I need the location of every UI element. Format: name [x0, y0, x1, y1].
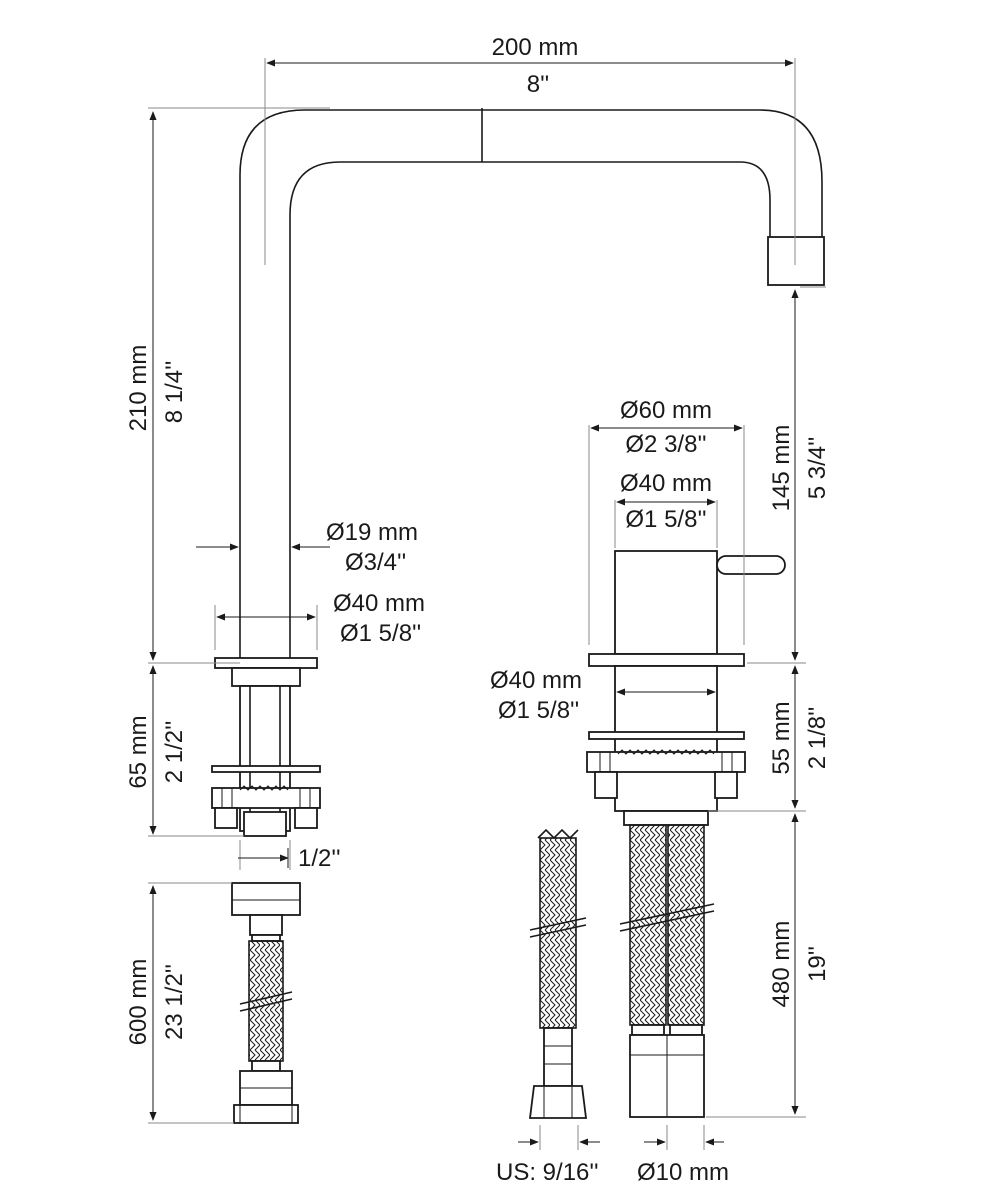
dim-spout-base-in: Ø1 5/8''	[340, 620, 421, 647]
dim-spout-thread-label: 1/2''	[298, 845, 341, 872]
dim-mixer-body-mm: Ø40 mm	[620, 470, 712, 497]
spout-end-cap	[767, 236, 825, 286]
dim-hose-length-in: 23 1/2''	[161, 964, 188, 1040]
dim-hose-length-mm: 600 mm	[125, 959, 152, 1046]
mixer: Ø60 mm Ø2 3/8'' Ø40 mm Ø1 5/8'' 145 mm 5…	[490, 286, 831, 812]
mixer-hoses: 480 mm 19'' Ø10 mm	[619, 810, 831, 1186]
dim-mixer-hose-mm: 480 mm	[768, 921, 795, 1008]
dim-spout-height-in: 8 1/4''	[161, 361, 188, 424]
mixer-fixing-nut	[586, 749, 746, 799]
dim-mixer-hose-in: 19''	[804, 946, 831, 982]
dim-mixer-body-in: Ø1 5/8''	[625, 506, 706, 533]
mixer-body	[614, 550, 718, 655]
dim-spout-shank-mm: 65 mm	[125, 715, 152, 788]
dim-nut-size: US: 9/16''	[496, 1159, 599, 1186]
mixer-hose-right-braid	[667, 824, 705, 1026]
dim-spout-reach-in: 8''	[527, 71, 550, 98]
dim-spout-tube-mm: Ø19 mm	[326, 519, 418, 546]
spout-inner-contour	[289, 161, 771, 660]
loose-hose: US: 9/16''	[496, 828, 600, 1186]
spout: 200 mm 8'' 210 mm 8 1/4'' Ø19 mm Ø3/4'' …	[125, 34, 825, 872]
dim-mixer-shank-mm: 55 mm	[768, 701, 795, 774]
hose-top-nut	[231, 882, 301, 916]
mixer-washer	[588, 731, 745, 740]
dim-tube-dia: Ø10 mm	[637, 1159, 729, 1186]
spout-washer	[211, 765, 321, 773]
spout-hose: 600 mm 23 1/2''	[125, 882, 301, 1124]
dim-mixer-height-mm: 145 mm	[768, 425, 795, 512]
loose-hose-nut	[528, 1085, 588, 1119]
dim-spout-height-mm: 210 mm	[125, 345, 152, 432]
spout-shank	[239, 685, 291, 832]
dim-mixer-shank-dia-in: Ø1 5/8''	[498, 697, 579, 724]
dim-spout-tube-in: Ø3/4''	[345, 549, 406, 576]
mixer-lever	[716, 555, 786, 575]
dim-spout-base-mm: Ø40 mm	[333, 590, 425, 617]
dim-spout-reach-mm: 200 mm	[492, 34, 579, 61]
dim-mixer-shank-in: 2 1/8''	[804, 707, 831, 770]
spout-fixing-nut	[211, 785, 321, 829]
dim-mixer-shank-dia-mm: Ø40 mm	[490, 667, 582, 694]
spout-outer-contour	[239, 109, 823, 660]
dim-mixer-rosette-in: Ø2 3/8''	[625, 431, 706, 458]
dim-mixer-rosette-mm: Ø60 mm	[620, 397, 712, 424]
dim-spout-shank-in: 2 1/2''	[161, 721, 188, 784]
dim-mixer-height-in: 5 3/4''	[804, 437, 831, 500]
mixer-rosette	[588, 653, 745, 667]
